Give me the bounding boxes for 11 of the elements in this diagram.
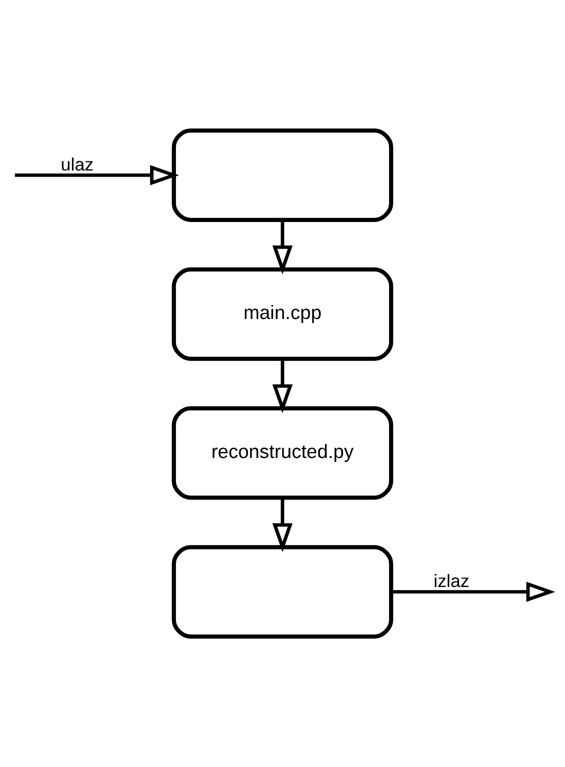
node-box [172,128,394,222]
node-box [172,545,394,639]
node-box: reconstructed.py [172,406,394,500]
arrow [272,358,293,414]
arrow [14,165,179,186]
arrow [272,498,293,552]
arrow [391,582,556,602]
edge-label: izlaz [434,570,470,591]
node-box: main.cpp [172,267,394,361]
edge-label: ulaz [60,154,94,174]
arrow [272,220,293,274]
